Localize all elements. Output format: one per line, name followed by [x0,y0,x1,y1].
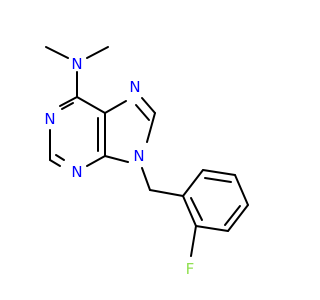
bond-methyl-left [45,46,69,59]
nitrogen-n7-label: N [129,78,140,96]
bond-ring-c4-c5 [227,204,249,232]
bond-n9-c4 [104,155,129,163]
bond-n7-c8 [141,97,156,114]
bond-c5-c6 [76,96,106,114]
bond-c2-n3 [49,159,61,167]
bonds [45,46,249,257]
bond-c2-n3-double [55,154,65,161]
bond-ch2-ring [149,189,184,197]
bond-c6-n1 [59,96,78,107]
nitrogen-n1-label: N [44,110,55,128]
bond-c6-n1-double [61,102,74,110]
bond-c5-n7 [104,100,127,114]
bond-ring-c5-c6 [195,225,229,232]
nitrogen-n3-label: N [71,163,82,181]
bond-n3-c4 [86,155,106,167]
molecule-structure-diagram: N N N N N F [44,46,249,278]
bond-ring-c6-c1 [182,195,197,227]
atom-labels: N N N N N F [44,55,194,278]
bond-methyl-right [86,46,109,59]
bond-ring-c4-c5-double [224,205,241,226]
bond-ring-c6-f [190,225,197,257]
bond-c8-n9 [146,112,156,143]
bond-n9-ch2 [141,167,151,191]
bond-ring-c3-c4 [234,174,249,206]
bond-n7-c8-double [135,104,150,121]
nitrogen-n9-label: N [133,147,144,165]
bond-ring-c2-c3-double [204,177,232,183]
bond-ring-c6-c1-double [190,197,203,221]
bond-ring-c1-c2 [182,169,204,197]
fluorine-label: F [186,260,195,278]
bond-ring-c2-c3 [202,169,236,176]
amine-nitrogen-label: N [71,55,82,73]
